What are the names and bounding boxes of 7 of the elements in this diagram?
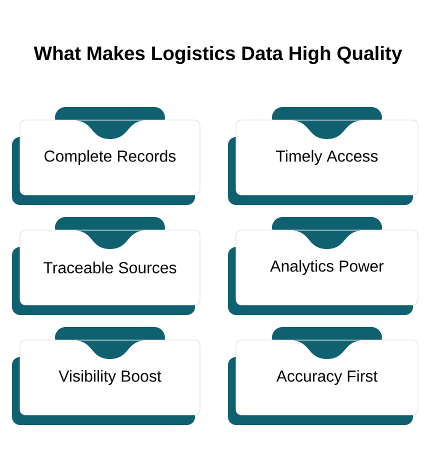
title: What Makes Logistics Data High Quality	[34, 46, 402, 64]
card: Traceable Sources	[12, 217, 200, 315]
card: Accuracy First	[228, 327, 418, 425]
card: Visibility Boost	[12, 327, 200, 425]
card: Complete Records	[12, 107, 200, 205]
card: Timely Access	[228, 107, 418, 205]
card: Analytics Power	[228, 217, 418, 315]
